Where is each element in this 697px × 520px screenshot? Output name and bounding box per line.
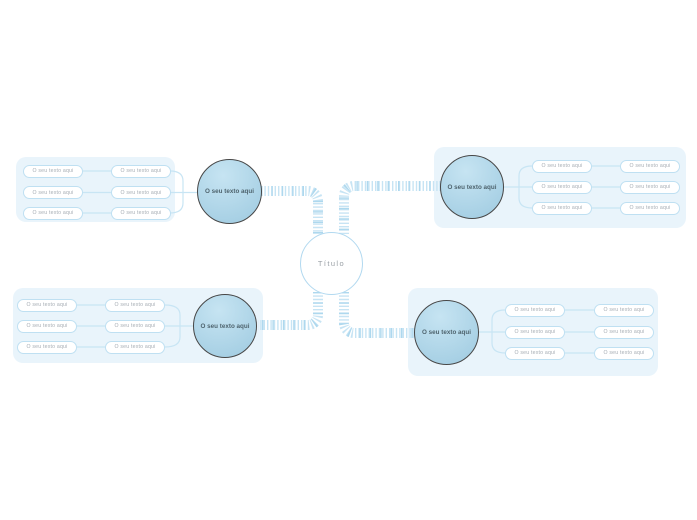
- central-topic-circle[interactable]: Título: [300, 232, 363, 295]
- subtopic-node[interactable]: O seu texto aqui: [23, 206, 83, 220]
- subtopic-node[interactable]: O seu texto aqui: [620, 180, 680, 194]
- branch-circle-label: O seu texto aqui: [422, 329, 471, 336]
- connector-wires-top-right: [503, 165, 620, 209]
- connector-band-bottom-left: [258, 292, 323, 330]
- connector-band-bottom-right: [339, 292, 415, 338]
- subtopic-node[interactable]: O seu texto aqui: [505, 346, 565, 360]
- subtopic-node[interactable]: O seu texto aqui: [105, 298, 165, 312]
- subtopic-node[interactable]: O seu texto aqui: [105, 340, 165, 354]
- connector-band-top-right: [339, 181, 441, 234]
- subtopic-node[interactable]: O seu texto aqui: [23, 186, 83, 199]
- subtopic-node[interactable]: O seu texto aqui: [17, 298, 77, 312]
- branch-circle-label: O seu texto aqui: [205, 187, 254, 195]
- subtopic-node[interactable]: O seu texto aqui: [620, 159, 680, 173]
- subtopic-node[interactable]: O seu texto aqui: [111, 206, 171, 220]
- branch-circle-top-right[interactable]: O seu texto aqui: [440, 155, 504, 219]
- subtopic-node[interactable]: O seu texto aqui: [505, 325, 565, 339]
- connector-band-top-left: [261, 186, 323, 234]
- subtopic-node[interactable]: O seu texto aqui: [17, 340, 77, 354]
- branch-circle-label: O seu texto aqui: [447, 183, 497, 191]
- branch-circle-label: O seu texto aqui: [200, 322, 250, 330]
- subtopic-node[interactable]: O seu texto aqui: [594, 346, 654, 360]
- subtopic-node[interactable]: O seu texto aqui: [17, 319, 77, 333]
- subtopic-node[interactable]: O seu texto aqui: [620, 201, 680, 215]
- branch-circle-top-left[interactable]: O seu texto aqui: [197, 158, 262, 224]
- central-topic-label: Título: [317, 259, 346, 268]
- subtopic-node[interactable]: O seu texto aqui: [532, 159, 592, 173]
- subtopic-node[interactable]: O seu texto aqui: [594, 325, 654, 339]
- subtopic-node[interactable]: O seu texto aqui: [111, 186, 171, 199]
- connector-wires-bottom-left: [77, 304, 194, 348]
- subtopic-node[interactable]: O seu texto aqui: [532, 201, 592, 215]
- subtopic-node[interactable]: O seu texto aqui: [594, 303, 654, 317]
- subtopic-node[interactable]: O seu texto aqui: [532, 180, 592, 194]
- subtopic-node[interactable]: O seu texto aqui: [111, 164, 171, 178]
- subtopic-node[interactable]: O seu texto aqui: [505, 303, 565, 317]
- branch-circle-bottom-right[interactable]: O seu texto aqui: [414, 300, 479, 365]
- subtopic-node[interactable]: O seu texto aqui: [23, 164, 83, 178]
- branch-circle-bottom-left[interactable]: O seu texto aqui: [193, 294, 257, 358]
- connector-wires-top-left: [83, 170, 198, 214]
- subtopic-node[interactable]: O seu texto aqui: [105, 319, 165, 333]
- connector-wires-bottom-right: [478, 309, 594, 354]
